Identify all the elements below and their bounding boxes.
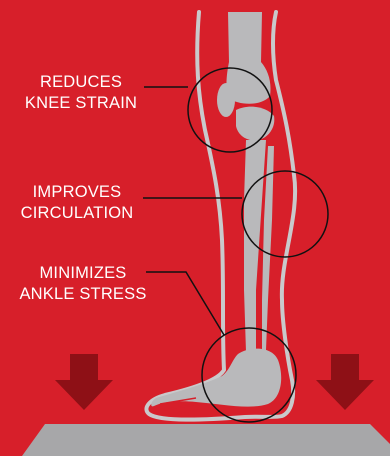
knee-strain-label: REDUCES KNEE STRAIN — [14, 72, 148, 114]
circulation-label-line2: CIRCULATION — [10, 203, 144, 224]
ankle-stress-label: MINIMIZES ANKLE STRESS — [2, 263, 164, 305]
ankle-label-line2: ANKLE STRESS — [2, 284, 164, 305]
circulation-label-line1: IMPROVES — [10, 182, 144, 203]
patella-bone — [217, 83, 235, 117]
knee-label-line1: REDUCES — [14, 72, 148, 93]
circulation-label: IMPROVES CIRCULATION — [10, 182, 144, 224]
ground-base — [22, 424, 390, 456]
left-down-arrow-icon — [55, 354, 113, 410]
right-down-arrow-icon — [316, 354, 374, 410]
ankle-label-line1: MINIMIZES — [2, 263, 164, 284]
knee-joint — [236, 107, 274, 141]
knee-label-line2: KNEE STRAIN — [14, 93, 148, 114]
